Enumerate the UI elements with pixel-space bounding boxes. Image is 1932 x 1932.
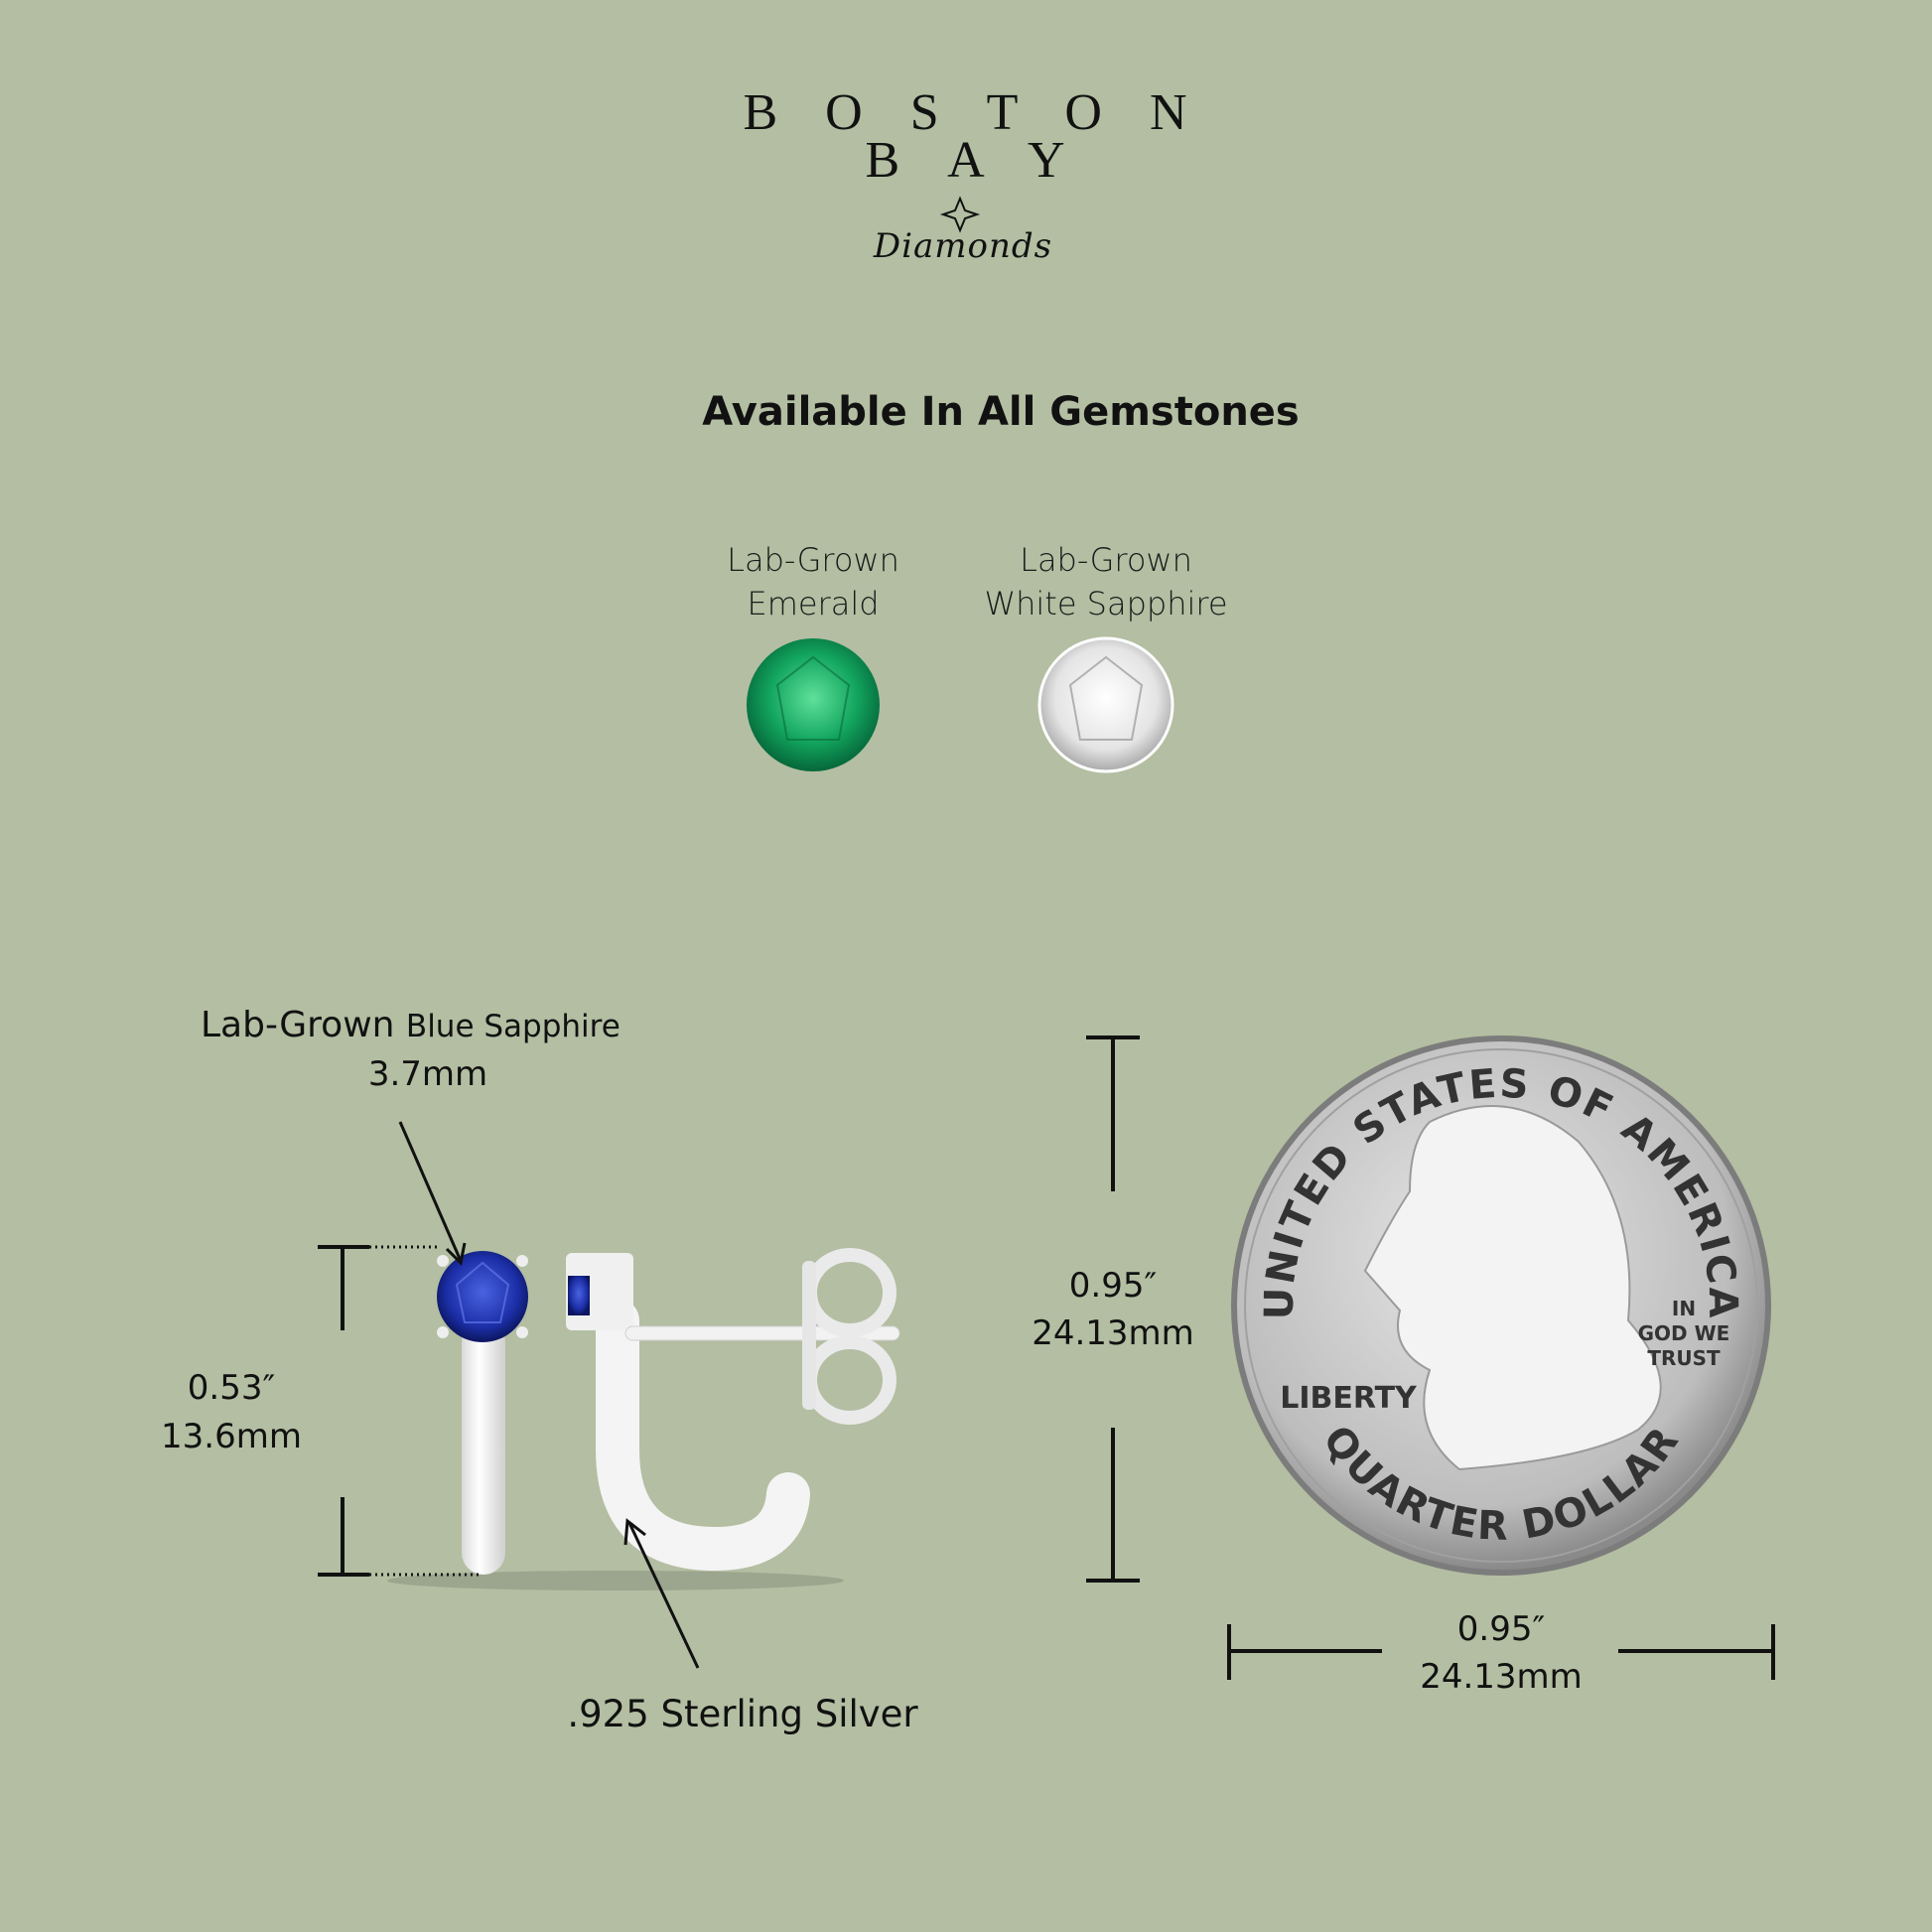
white-sapphire-swatch [1037, 636, 1174, 773]
stone-size: 3.7mm [367, 1054, 488, 1094]
coin-motto-2: GOD WE [1638, 1321, 1730, 1345]
earring-side-view [566, 1248, 900, 1572]
coin-motto-1: IN [1672, 1297, 1696, 1320]
earring-height-mm: 13.6mm [161, 1417, 302, 1456]
coin-height-inches: 0.95″ [1068, 1266, 1158, 1306]
earring-front-view [437, 1251, 528, 1575]
gem-label-line1: Lab-Grown [727, 541, 899, 579]
gem-label-line2: Emerald [747, 585, 880, 622]
earring-height-inches: 0.53″ [187, 1368, 276, 1408]
coin-height-dimension [1086, 1035, 1140, 1583]
coin-height-mm: 24.13mm [1032, 1313, 1194, 1353]
gem-option-white-sapphire[interactable]: Lab-Grown White Sapphire [984, 538, 1227, 625]
coin-motto-3: TRUST [1647, 1346, 1721, 1370]
coin-width-dimension [1227, 1624, 1775, 1680]
logo-diamond-icon [939, 196, 981, 233]
earring-height-dimension [318, 1245, 369, 1577]
emerald-swatch [747, 638, 880, 771]
stone-label: Lab-Grown Blue Sapphire [201, 1005, 621, 1045]
page-title: Available In All Gemstones [702, 389, 1300, 435]
gem-label-line2: White Sapphire [984, 585, 1228, 622]
stone-prefix: Lab-Grown [201, 1005, 395, 1045]
gem-option-emerald[interactable]: Lab-Grown Emerald [727, 538, 899, 625]
coin-liberty: LIBERTY [1280, 1381, 1418, 1416]
coin-width-mm: 24.13mm [1420, 1657, 1583, 1697]
quarter-coin: UNITED STATES OF AMERICA QUARTER DOLLAR … [1231, 1035, 1771, 1576]
gem-label-line1: Lab-Grown [1020, 541, 1192, 579]
stone-callout-arrow [398, 1121, 463, 1262]
logo-diamonds: Diamonds [873, 226, 1053, 266]
logo-boston: BOSTON [743, 84, 1235, 141]
logo-bay: BAY [865, 132, 1113, 189]
coin-width-inches: 0.95″ [1456, 1609, 1546, 1649]
stone-name: Blue Sapphire [405, 1009, 621, 1044]
metal-callout-arrow [627, 1522, 700, 1669]
metal-label: .925 Sterling Silver [567, 1693, 918, 1735]
